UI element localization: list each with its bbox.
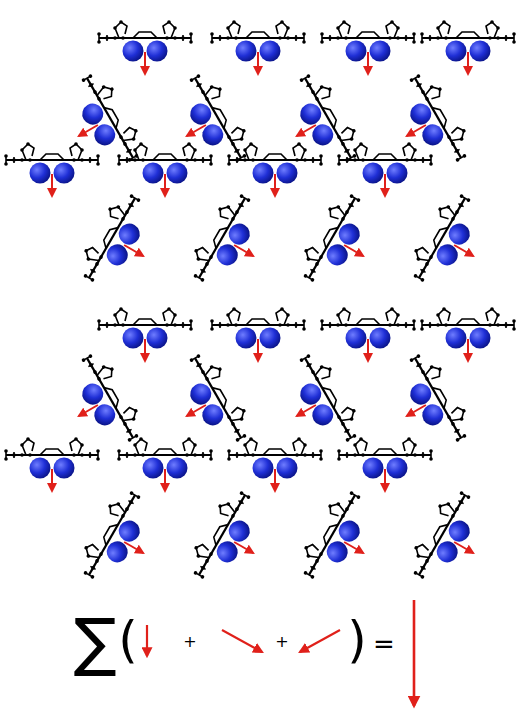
close-parenthesis: ) [347,615,367,665]
equals-sign: = [373,631,395,657]
open-parenthesis: ( [118,615,138,665]
plus-sign: + [183,634,196,650]
plus-sign: + [275,634,288,650]
sum-symbol: ∑ [73,610,116,674]
